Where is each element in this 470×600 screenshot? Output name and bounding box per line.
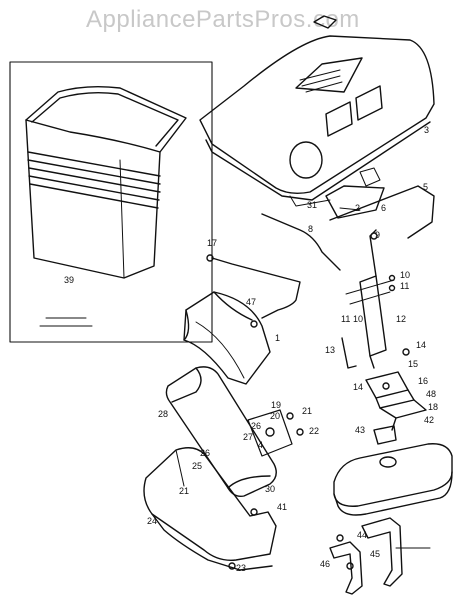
callout-19: 19 bbox=[271, 400, 281, 410]
rod-8 bbox=[261, 213, 341, 271]
callout-25: 25 bbox=[192, 461, 202, 471]
callout-17: 17 bbox=[207, 238, 217, 248]
callout-23: 23 bbox=[236, 563, 246, 573]
callout-39: 39 bbox=[64, 275, 74, 285]
bracket-31 bbox=[325, 185, 385, 219]
callout-22: 22 bbox=[309, 426, 319, 436]
nut-43 bbox=[373, 425, 397, 445]
callout-47: 47 bbox=[246, 297, 256, 307]
handle-rod bbox=[211, 257, 301, 319]
callout-18: 18 bbox=[428, 402, 438, 412]
callout-4: 4 bbox=[258, 440, 263, 450]
callout-20: 20 bbox=[270, 411, 280, 421]
callout-5: 5 bbox=[423, 182, 428, 192]
callout-11b: 11 bbox=[341, 314, 350, 324]
lower-chute bbox=[143, 447, 277, 571]
callout-30: 30 bbox=[265, 484, 275, 494]
callout-10a: 10 bbox=[400, 270, 410, 280]
callout-1: 1 bbox=[275, 333, 280, 343]
callout-24: 24 bbox=[147, 516, 157, 526]
callout-6: 6 bbox=[381, 203, 386, 213]
callout-10b: 10 bbox=[353, 314, 363, 324]
watermark-text: AppliancePartsPros.com bbox=[86, 6, 360, 33]
callout-27: 27 bbox=[243, 432, 253, 442]
callout-46: 46 bbox=[320, 559, 330, 569]
callout-9: 9 bbox=[375, 230, 380, 240]
callout-21b: 21 bbox=[179, 486, 189, 496]
chute-elbow bbox=[183, 291, 271, 385]
callout-31: 31 bbox=[307, 200, 317, 210]
mount-brackets bbox=[329, 517, 431, 595]
blower-cover bbox=[199, 15, 435, 207]
callout-26a: 26 bbox=[251, 421, 261, 431]
inset-frame bbox=[9, 61, 213, 343]
callout-43: 43 bbox=[355, 425, 365, 435]
callout-21a: 21 bbox=[302, 406, 312, 416]
callout-41: 41 bbox=[277, 502, 287, 512]
bolt-13 bbox=[341, 337, 357, 369]
callout-8: 8 bbox=[308, 224, 313, 234]
callout-16: 16 bbox=[418, 376, 428, 386]
callout-14a: 14 bbox=[416, 340, 426, 350]
catcher-bag bbox=[25, 85, 187, 327]
callout-44: 44 bbox=[357, 530, 367, 540]
callout-28: 28 bbox=[158, 409, 168, 419]
lower-housing bbox=[333, 443, 453, 516]
callout-15: 15 bbox=[408, 359, 418, 369]
callout-48: 48 bbox=[426, 389, 436, 399]
callout-2: 2 bbox=[355, 203, 360, 213]
callout-42: 42 bbox=[424, 415, 434, 425]
callout-12: 12 bbox=[396, 314, 406, 324]
callout-13: 13 bbox=[325, 345, 335, 355]
callout-26b: 26 bbox=[200, 448, 210, 458]
bracket-assembly bbox=[365, 371, 427, 431]
post-12 bbox=[345, 229, 395, 369]
callout-11a: 11 bbox=[400, 281, 409, 291]
callout-45: 45 bbox=[370, 549, 380, 559]
callout-3: 3 bbox=[424, 125, 429, 135]
frame-rod-5 bbox=[329, 185, 435, 239]
discharge-tube bbox=[165, 366, 293, 498]
callout-14b: 14 bbox=[353, 382, 363, 392]
